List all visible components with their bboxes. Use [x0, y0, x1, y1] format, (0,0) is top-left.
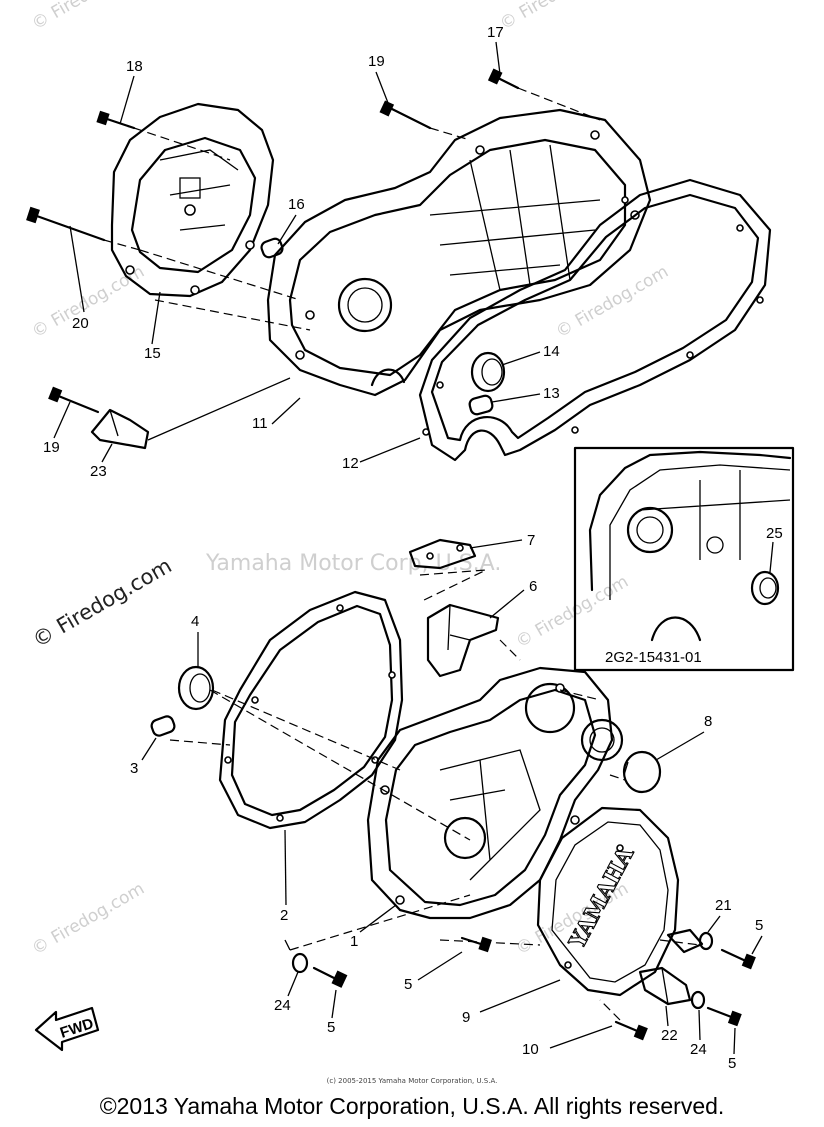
callout-14: 14: [543, 343, 560, 360]
fwd-arrow: FWD: [34, 1006, 100, 1052]
part-19-bolt-upper: [379, 100, 432, 130]
inset-box: 2G2-15431-01 25: [573, 446, 795, 672]
part-24-washer-a: [291, 952, 309, 974]
part-13-dowel: [468, 394, 494, 416]
callouts: 18 19 17 16 20 15 19 23 11 12 14 13 7 6 …: [43, 24, 763, 1072]
callout-18: 18: [126, 58, 143, 75]
watermark-brand: © Firedog.com: [29, 0, 148, 34]
callout-11: 11: [252, 415, 268, 432]
watermark-brand: © Firedog.com: [29, 879, 148, 960]
part-20-bolt: [26, 206, 106, 242]
copyright-footer: ©2013 Yamaha Motor Corporation, U.S.A. A…: [99, 1093, 725, 1119]
callout-5a: 5: [404, 976, 412, 993]
callout-5b: 5: [327, 1019, 335, 1036]
part-8-plug: [622, 750, 662, 794]
callout-25: 25: [766, 525, 783, 542]
part-23-bracket: [90, 408, 150, 450]
part-5-bolt-c: [706, 1006, 742, 1027]
callout-4: 4: [191, 613, 199, 630]
part-21-bracket: [666, 928, 714, 954]
watermark-brand: © Firedog.com: [497, 0, 616, 34]
part-3-dowel: [150, 715, 176, 737]
callout-9: 9: [462, 1009, 470, 1026]
callout-10: 10: [522, 1041, 539, 1058]
callout-7: 7: [527, 532, 535, 549]
part-9-outer-cover: YAMAHA: [536, 806, 680, 997]
part-4-oil-seal: [177, 665, 215, 711]
part-17-bolt: [487, 68, 520, 90]
callout-21: 21: [715, 897, 732, 914]
part-24-washer-b: [690, 990, 706, 1010]
callout-8: 8: [704, 713, 712, 730]
part-2-gasket: [218, 590, 404, 830]
alignment-lines-breather: [419, 569, 521, 661]
callout-19b: 19: [43, 439, 60, 456]
part-16-dowel: [260, 237, 284, 259]
part-5-bolt-d: [720, 948, 756, 970]
callout-16: 16: [288, 196, 305, 213]
callout-13: 13: [543, 385, 560, 402]
callout-6: 6: [529, 578, 537, 595]
part-12-gasket: [418, 178, 772, 462]
callout-2: 2: [280, 907, 288, 924]
callout-20: 20: [72, 315, 89, 332]
part-10-screw: [614, 1020, 648, 1041]
part-1-crankcase-cover: [366, 666, 624, 920]
part-15-cover: [110, 102, 275, 298]
callout-22: 22: [661, 1027, 678, 1044]
callout-17: 17: [487, 24, 504, 41]
part-5-bolt-a: [460, 936, 492, 953]
callout-5c: 5: [728, 1055, 736, 1072]
callout-5d: 5: [755, 917, 763, 934]
small-credit-line: (c) 2005-2015 Yamaha Motor Corporation, …: [326, 1077, 498, 1085]
alignment-lines-upper: [103, 87, 601, 441]
callout-1: 1: [350, 933, 358, 950]
inset-part-code: 2G2-15431-01: [605, 649, 702, 666]
part-19-bolt-lower: [48, 386, 100, 414]
alignment-lines-lower: [169, 689, 701, 1021]
callout-23: 23: [90, 463, 107, 480]
part-6-breather-cover: [426, 603, 500, 678]
callout-12: 12: [342, 455, 359, 472]
part-18-bolt: [96, 110, 136, 130]
callout-15: 15: [144, 345, 161, 362]
part-7-plate: [408, 538, 477, 570]
callout-24b: 24: [690, 1041, 707, 1058]
watermark-brand-dark: © Firedog.com: [29, 553, 176, 652]
callout-3: 3: [130, 760, 138, 777]
callout-19: 19: [368, 53, 385, 70]
callout-24a: 24: [274, 997, 291, 1014]
part-14-oil-seal: [470, 351, 506, 393]
part-5-bolt-b: [312, 966, 348, 988]
part-11-crankcase-cover: [266, 108, 652, 397]
part-22-bracket: [638, 966, 692, 1006]
